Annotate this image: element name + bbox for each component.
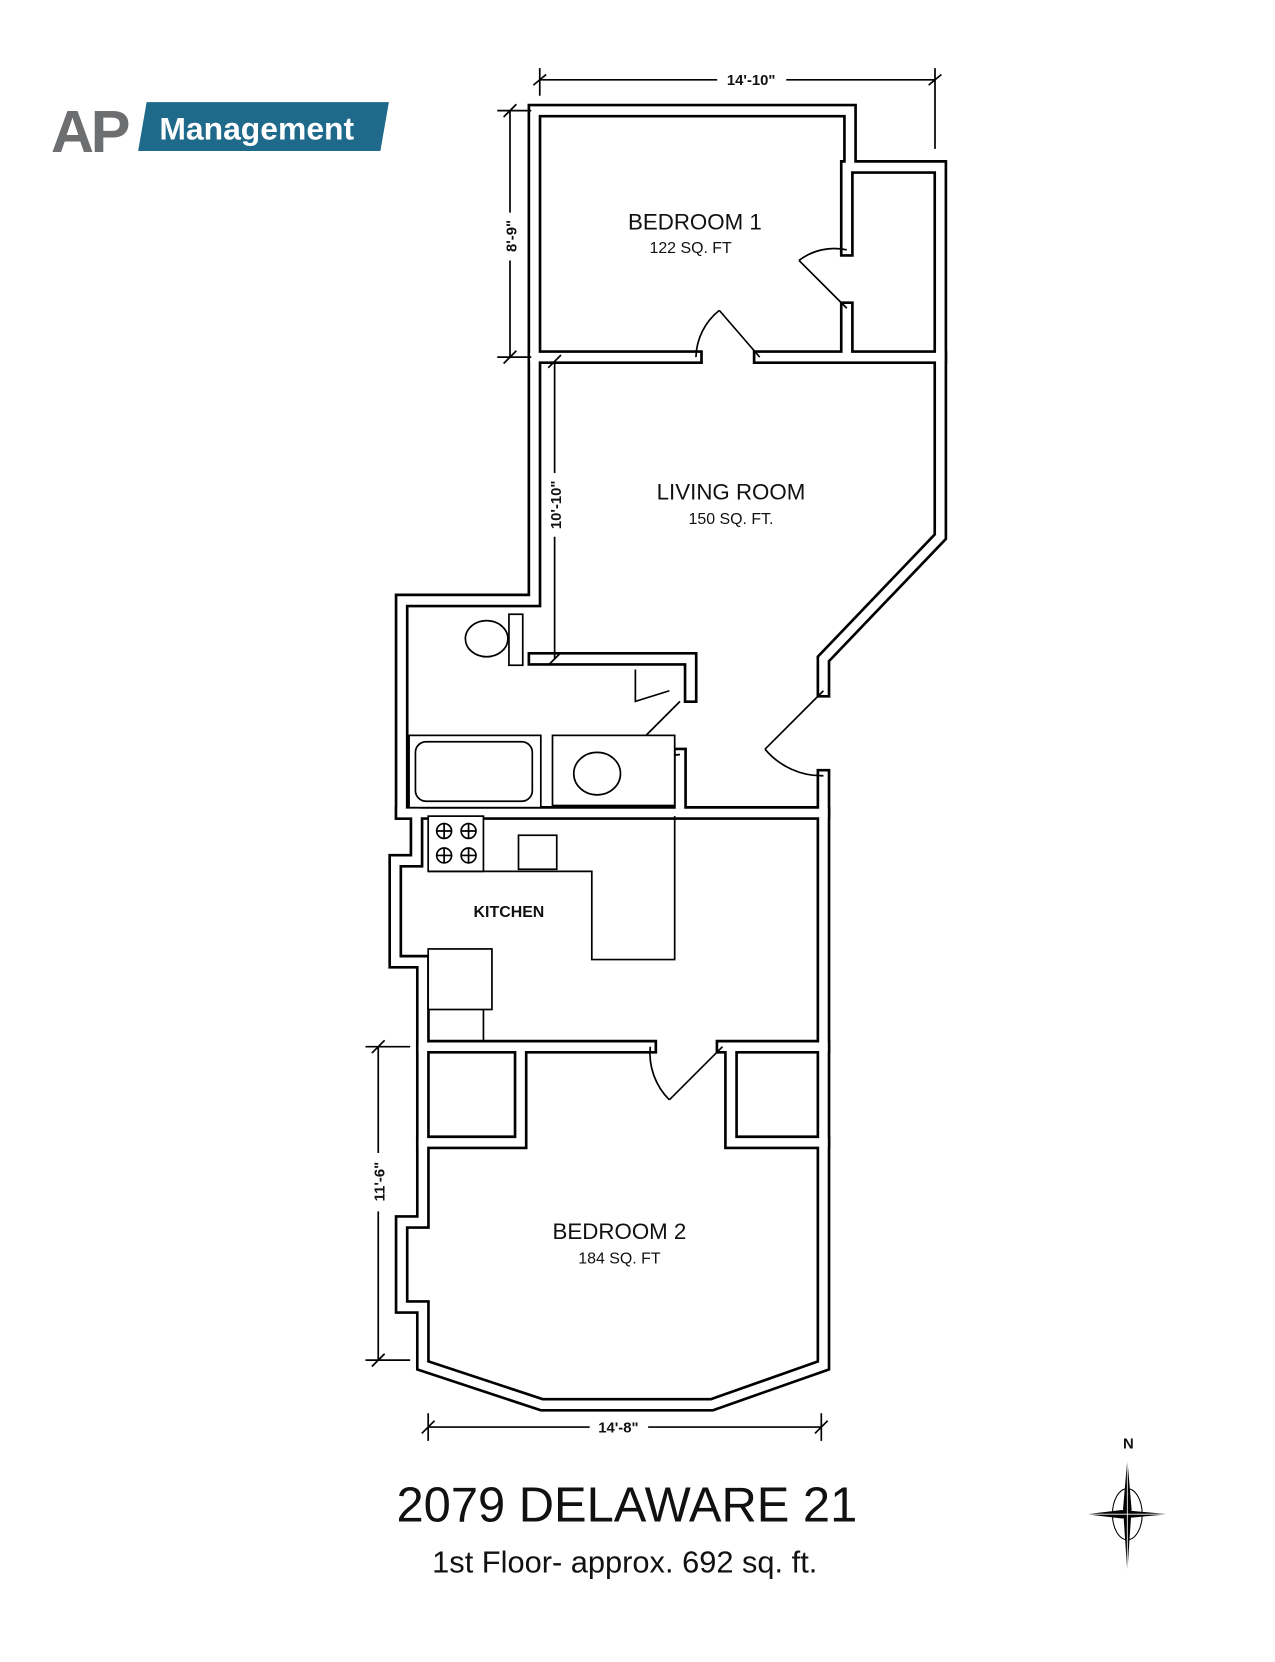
linen-door bbox=[634, 669, 670, 703]
toilet-tank bbox=[508, 613, 524, 667]
bathtub-inner bbox=[414, 740, 534, 803]
living-room-label: LIVING ROOM bbox=[657, 480, 806, 505]
burners bbox=[435, 822, 477, 864]
bedroom1-area: 122 SQ. FT bbox=[649, 240, 732, 257]
bedroom2-label: BEDROOM 2 bbox=[553, 1219, 687, 1244]
toilet bbox=[464, 619, 509, 658]
property-subtitle: 1st Floor- approx. 692 sq. ft. bbox=[432, 1545, 817, 1580]
walls bbox=[388, 103, 948, 1412]
doors bbox=[634, 247, 848, 1101]
closet-door bbox=[798, 247, 848, 309]
dim-bedroom2-depth: 11'-6" bbox=[373, 1162, 389, 1202]
logo-banner bbox=[138, 102, 389, 151]
property-title: 2079 DELAWARE 21 bbox=[396, 1479, 857, 1533]
dim-bottom-width: 14'-8" bbox=[598, 1420, 638, 1436]
dim-living-depth: 10'-10" bbox=[549, 481, 565, 530]
dim-top-width: 14'-10" bbox=[727, 73, 776, 89]
dimension-lines bbox=[365, 68, 942, 1441]
living-room-area: 150 SQ. FT. bbox=[689, 511, 774, 528]
ap-management-logo: AP Management bbox=[51, 98, 389, 165]
bedroom2-area: 184 SQ. FT bbox=[578, 1250, 661, 1267]
sink bbox=[572, 751, 622, 796]
fixtures bbox=[408, 613, 676, 1042]
stove bbox=[427, 815, 485, 873]
dim-bedroom1-depth: 8'-9" bbox=[504, 220, 520, 252]
logo-management: Management bbox=[159, 110, 354, 146]
bathtub bbox=[408, 734, 542, 809]
bedroom1-door bbox=[695, 309, 761, 358]
counter bbox=[428, 816, 676, 961]
bedroom2-door bbox=[649, 1046, 724, 1101]
kitchen-label: KITCHEN bbox=[474, 904, 545, 921]
entry-door bbox=[764, 690, 825, 777]
refrigerator bbox=[427, 948, 493, 1011]
bedroom1-label: BEDROOM 1 bbox=[628, 210, 762, 235]
logo-ap: AP bbox=[51, 98, 129, 165]
compass-rose-icon: N bbox=[1085, 1436, 1169, 1573]
kitchen-sink bbox=[517, 834, 558, 871]
compass-north: N bbox=[1123, 1436, 1134, 1452]
